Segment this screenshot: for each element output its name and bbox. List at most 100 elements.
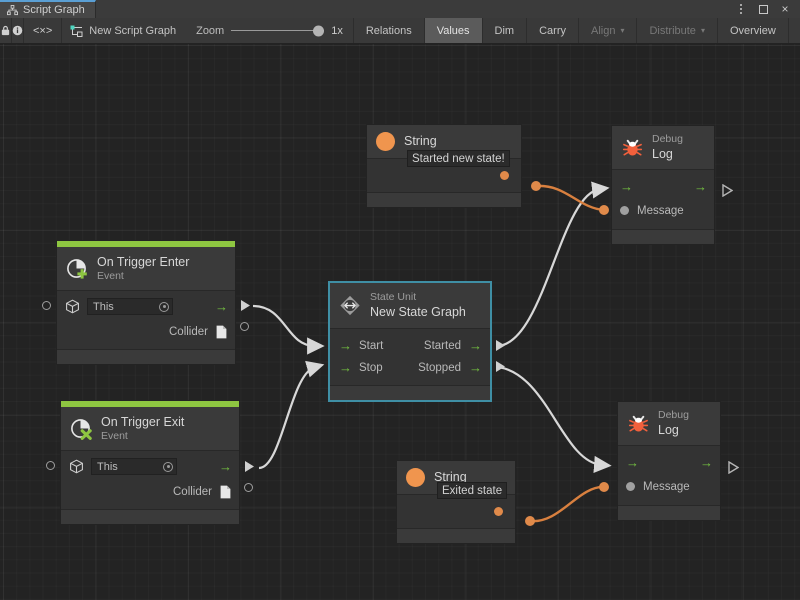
stop-row: → Stop Stopped → bbox=[339, 358, 482, 377]
graph-name-field[interactable]: New Script Graph bbox=[62, 18, 186, 43]
collider-output-icon[interactable] bbox=[220, 485, 231, 499]
node-footer bbox=[612, 229, 714, 245]
window-close-button[interactable]: × bbox=[774, 0, 796, 18]
toolbar-button-align[interactable]: Align ▾ bbox=[579, 18, 638, 43]
distribute-label: Distribute bbox=[649, 24, 696, 37]
zoom-slider-knob[interactable] bbox=[313, 25, 325, 36]
toolbar-button-dim[interactable]: Dim bbox=[483, 18, 528, 43]
message-input-port[interactable] bbox=[620, 206, 629, 216]
info-button[interactable] bbox=[12, 18, 24, 43]
external-flow-out-exit[interactable] bbox=[244, 460, 255, 478]
target-object-field[interactable]: This bbox=[91, 458, 177, 476]
start-input-group[interactable]: → Start bbox=[339, 339, 383, 352]
zoom-slider[interactable] bbox=[231, 25, 325, 37]
node-string-bottom[interactable]: String bbox=[396, 460, 516, 544]
flow-input-port[interactable]: → bbox=[620, 179, 633, 195]
node-on-trigger-exit[interactable]: On Trigger Exit Event This bbox=[60, 400, 240, 526]
external-input-port-exit[interactable] bbox=[46, 461, 55, 470]
toolbar-button-fullscreen[interactable]: Full Scr bbox=[789, 18, 800, 43]
stop-input-group[interactable]: → Stop bbox=[339, 361, 383, 374]
node-title: String bbox=[434, 470, 467, 485]
flow-output-port[interactable]: → bbox=[694, 179, 707, 195]
tab-script-graph[interactable]: Script Graph bbox=[0, 0, 96, 18]
external-collider-out-enter[interactable] bbox=[240, 322, 249, 331]
graph-name-label: New Script Graph bbox=[89, 24, 177, 37]
zoom-label: Zoom bbox=[196, 24, 225, 37]
edge-string-to-message-bottom bbox=[529, 485, 605, 523]
node-header: Debug Log bbox=[612, 126, 714, 171]
node-body: This → Collider bbox=[61, 451, 239, 509]
stopped-output-group[interactable]: Stopped → bbox=[418, 360, 482, 376]
graph-canvas[interactable]: String Started new state! bbox=[0, 44, 800, 600]
external-input-port-enter[interactable] bbox=[42, 301, 51, 310]
flow-row: → → bbox=[620, 177, 707, 196]
window-menu-button[interactable] bbox=[730, 0, 752, 18]
toolbar-button-carry[interactable]: Carry bbox=[527, 18, 579, 43]
toolbar-button-relations[interactable]: Relations bbox=[354, 18, 425, 43]
lock-button[interactable] bbox=[0, 18, 12, 43]
node-title: Log bbox=[658, 423, 679, 438]
toolbar-button-overview[interactable]: Overview bbox=[718, 18, 789, 43]
string-value-field-bottom[interactable]: Exited state bbox=[437, 482, 508, 499]
chevron-down-icon: ▾ bbox=[700, 26, 705, 35]
external-flow-out-enter[interactable] bbox=[240, 299, 251, 317]
node-titles: String bbox=[434, 469, 467, 485]
collider-output-icon[interactable] bbox=[216, 325, 227, 339]
node-header: On Trigger Enter Event bbox=[57, 247, 235, 292]
edge-exit-to-stop bbox=[258, 360, 325, 470]
graph-toolbar: <×> New Script Graph Zoom 1x Relatio bbox=[0, 18, 800, 44]
node-title: String bbox=[404, 134, 437, 149]
window-maximize-button[interactable] bbox=[752, 0, 774, 18]
node-on-trigger-enter[interactable]: On Trigger Enter Event This bbox=[56, 240, 236, 366]
code-toggle-button[interactable]: <×> bbox=[24, 18, 63, 43]
collider-label: Collider bbox=[173, 485, 212, 498]
collider-row: Collider bbox=[69, 482, 231, 501]
flow-output-port[interactable]: → bbox=[215, 299, 228, 315]
node-debug-log-bottom[interactable]: Debug Log → → Message bbox=[617, 401, 721, 522]
target-object-field[interactable]: This bbox=[87, 298, 173, 316]
node-body: → → Message bbox=[612, 170, 714, 229]
start-input-port[interactable]: → bbox=[339, 338, 352, 354]
message-input-port[interactable] bbox=[626, 482, 635, 492]
start-row: → Start Started → bbox=[339, 336, 482, 355]
edge-enter-to-start bbox=[252, 304, 325, 355]
external-started-out-port[interactable] bbox=[495, 339, 506, 357]
node-subtitle: Debug bbox=[658, 409, 689, 421]
flow-output-port[interactable]: → bbox=[700, 455, 713, 471]
object-picker-icon[interactable] bbox=[163, 461, 173, 472]
zoom-control: Zoom 1x bbox=[186, 18, 353, 43]
string-output-port-top[interactable] bbox=[500, 171, 509, 180]
node-debug-log-top[interactable]: Debug Log → → Message bbox=[611, 125, 715, 246]
string-value-field-top[interactable]: Started new state! bbox=[407, 150, 510, 167]
message-row: Message bbox=[626, 477, 712, 496]
external-flow-out-port-top[interactable] bbox=[722, 183, 734, 202]
node-title: New State Graph bbox=[370, 305, 466, 320]
flow-output-port[interactable]: → bbox=[219, 459, 232, 475]
started-output-port[interactable]: → bbox=[469, 338, 482, 354]
node-footer bbox=[618, 505, 720, 521]
toolbar-button-distribute[interactable]: Distribute ▾ bbox=[637, 18, 718, 43]
started-output-group[interactable]: Started → bbox=[424, 338, 482, 354]
external-flow-out-port-bottom[interactable] bbox=[728, 460, 740, 479]
edge-origin-dot-bottom bbox=[525, 516, 535, 526]
node-title: On Trigger Exit bbox=[101, 415, 185, 429]
node-title: Log bbox=[652, 147, 673, 162]
stop-input-port[interactable]: → bbox=[339, 360, 352, 376]
object-picker-icon[interactable] bbox=[159, 301, 169, 312]
node-header: State Unit New State Graph bbox=[330, 283, 490, 330]
node-header: On Trigger Exit Event bbox=[61, 407, 239, 452]
string-output-port-bottom[interactable] bbox=[494, 507, 503, 516]
stopped-output-port[interactable]: → bbox=[469, 360, 482, 376]
node-body: → Start Started → → Stop Stopped bbox=[330, 329, 490, 385]
external-stopped-out-port[interactable] bbox=[495, 360, 506, 378]
node-footer bbox=[367, 192, 521, 207]
node-titles: On Trigger Exit Event bbox=[101, 414, 184, 443]
message-row: Message bbox=[620, 201, 706, 220]
lock-icon bbox=[0, 25, 11, 36]
node-state-unit[interactable]: State Unit New State Graph → Start Start… bbox=[329, 282, 491, 402]
flow-input-port[interactable]: → bbox=[626, 455, 639, 471]
external-collider-out-exit[interactable] bbox=[244, 483, 253, 492]
toolbar-button-values[interactable]: Values bbox=[424, 18, 483, 43]
event-accent-bar bbox=[61, 401, 239, 407]
edge-started-to-log-top bbox=[497, 181, 610, 348]
